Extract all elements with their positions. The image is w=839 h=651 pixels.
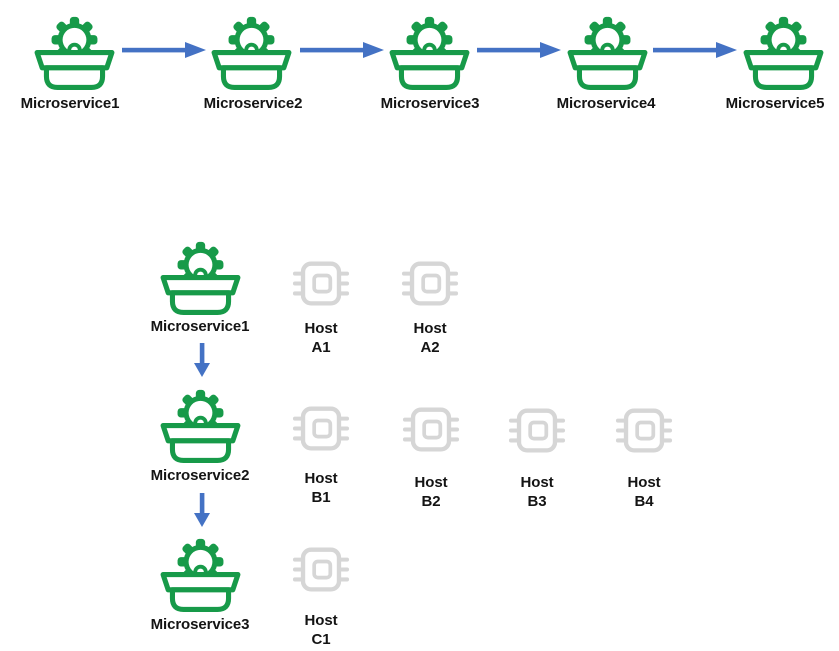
host-icon — [400, 401, 462, 463]
host-icon — [290, 255, 352, 317]
microservice-label: Microservice5 — [725, 95, 825, 112]
microservice-icon — [32, 9, 117, 91]
microservice-label: Microservice3 — [380, 95, 480, 112]
host-icon — [506, 402, 568, 464]
host-label-id: B4 — [634, 493, 654, 510]
host-label-name: Host — [413, 320, 447, 337]
microservice-label: Microservice1 — [150, 318, 250, 335]
microservice-label: Microservice2 — [150, 467, 250, 484]
host-label-name: Host — [627, 474, 661, 491]
host-label-name: Host — [304, 612, 338, 629]
flow-arrow-icon — [300, 41, 384, 59]
host-label: Host A2 — [370, 319, 490, 357]
microservice-icon — [158, 382, 243, 464]
host-icon — [290, 541, 352, 603]
host-label: Host B3 — [477, 473, 597, 511]
host-label: Host B1 — [261, 469, 381, 507]
host-label-id: C1 — [311, 631, 331, 648]
microservice-label: Microservice3 — [150, 616, 250, 633]
flow-arrow-icon — [653, 41, 737, 59]
host-label: Host B4 — [584, 473, 704, 511]
deploy-arrow-icon — [193, 493, 211, 527]
host-label: Host B2 — [371, 473, 491, 511]
microservice-label: Microservice4 — [556, 95, 656, 112]
microservice-icon — [741, 9, 826, 91]
microservice-icon — [565, 9, 650, 91]
host-label: Host A1 — [261, 319, 381, 357]
host-icon — [290, 400, 352, 462]
microservice-label: Microservice2 — [203, 95, 303, 112]
microservice-icon — [209, 9, 294, 91]
host-label-id: A1 — [311, 339, 331, 356]
microservice-icon — [158, 234, 243, 316]
host-label-name: Host — [304, 320, 338, 337]
flow-arrow-icon — [122, 41, 206, 59]
host-label-name: Host — [414, 474, 448, 491]
host-label: Host C1 — [261, 611, 381, 649]
flow-arrow-icon — [477, 41, 561, 59]
host-icon — [613, 402, 675, 464]
host-label-name: Host — [304, 470, 338, 487]
deploy-arrow-icon — [193, 343, 211, 377]
microservice-icon — [387, 9, 472, 91]
host-label-id: B2 — [421, 493, 441, 510]
host-label-id: A2 — [420, 339, 440, 356]
microservice-icon — [158, 531, 243, 613]
host-icon — [399, 255, 461, 317]
host-label-id: B3 — [527, 493, 547, 510]
host-label-name: Host — [520, 474, 554, 491]
microservice-label: Microservice1 — [20, 95, 120, 112]
host-label-id: B1 — [311, 489, 331, 506]
